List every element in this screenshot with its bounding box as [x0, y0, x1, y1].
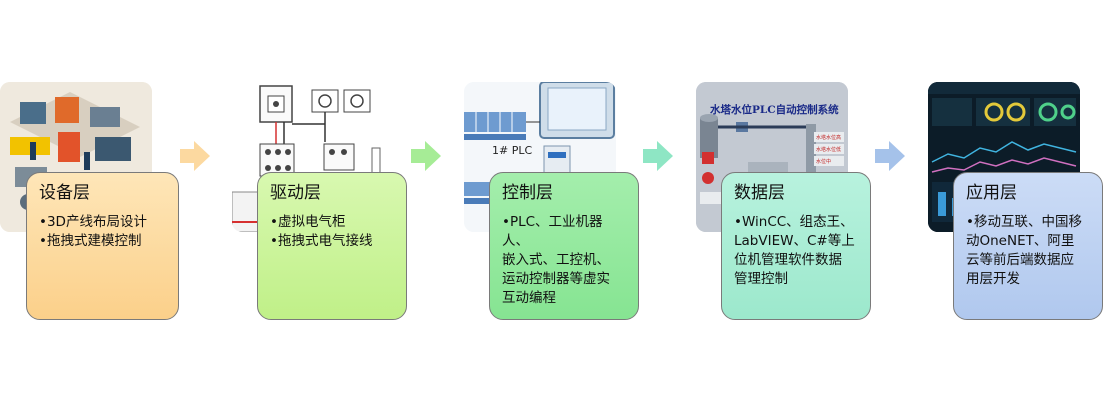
scada-side-label-2: 水塔水位低 — [816, 147, 842, 153]
layer-item: 位机管理软件数据 — [734, 252, 842, 268]
layer-item: •虚拟电气柜 — [270, 214, 346, 230]
layer-item: 云等前后端数据应 — [966, 252, 1074, 268]
arrow-right-icon — [180, 141, 210, 171]
layer-card-device: 设备层 •3D产线布局设计 •拖拽式建模控制 — [26, 172, 179, 320]
layer-card-application: 应用层 •移动互联、中国移 动OneNET、阿里 云等前后端数据应 用层开发 — [953, 172, 1103, 320]
layer-item: 用层开发 — [966, 271, 1020, 287]
layer-title: 驱动层 — [270, 183, 321, 203]
layer-item: 互动编程 — [502, 290, 556, 306]
layer-item: 动OneNET、阿里 — [966, 233, 1075, 249]
layer-card-control: 控制层 •PLC、工业机器人、 嵌入式、工控机、 运动控制器等虚实 互动编程 — [489, 172, 639, 320]
layer-card-data: 数据层 •WinCC、组态王、 LabVIEW、C#等上 位机管理软件数据 管理… — [721, 172, 871, 320]
arrow-right-icon — [875, 141, 905, 171]
layer-title: 应用层 — [966, 183, 1017, 203]
layer-item: •拖拽式电气接线 — [270, 233, 373, 249]
layer-item: •PLC、工业机器人、 — [502, 214, 603, 249]
plc-label: 1# PLC — [492, 144, 533, 157]
layer-title: 数据层 — [734, 183, 785, 203]
layer-item: LabVIEW、C#等上 — [734, 233, 855, 249]
scada-side-label-1: 水塔水位高 — [816, 135, 842, 141]
layer-item: •拖拽式建模控制 — [39, 233, 142, 249]
arrow-right-icon — [643, 141, 673, 171]
layer-item: 管理控制 — [734, 271, 788, 287]
arrow-right-icon — [411, 141, 441, 171]
layer-item: •WinCC、组态王、 — [734, 214, 854, 230]
scada-side-label-3: 水位中 — [816, 159, 832, 165]
layer-item: •3D产线布局设计 — [39, 214, 147, 230]
layer-title: 控制层 — [502, 183, 553, 203]
layer-item: •移动互联、中国移 — [966, 214, 1082, 230]
layer-card-driver: 驱动层 •虚拟电气柜 •拖拽式电气接线 — [257, 172, 407, 320]
layer-item: 嵌入式、工控机、 — [502, 252, 610, 268]
layer-item: 运动控制器等虚实 — [502, 271, 610, 287]
layer-title: 设备层 — [39, 183, 90, 203]
scada-title: 水塔水位PLC自动控制系统 — [710, 104, 839, 116]
